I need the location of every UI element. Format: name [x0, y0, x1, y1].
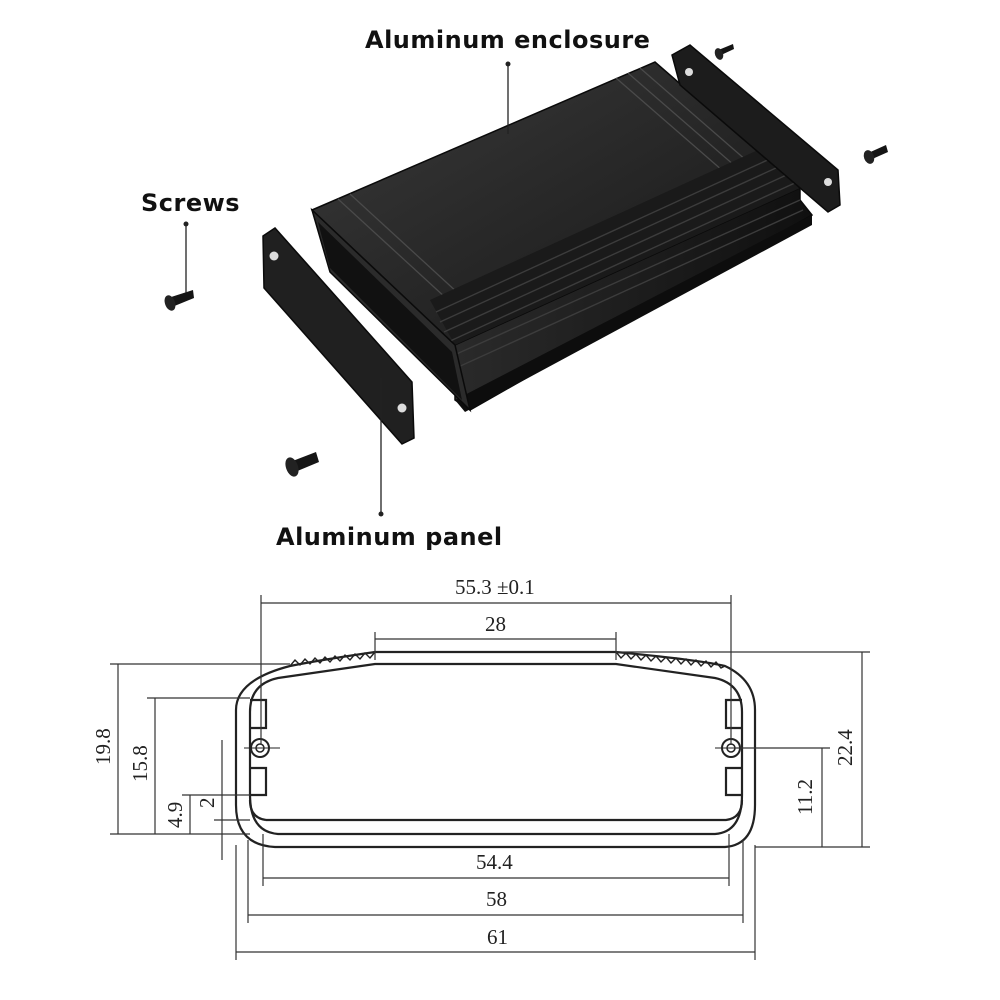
aluminum-panel-3d [262, 227, 415, 445]
enclosure-3d [310, 44, 841, 413]
dim-2: 2 [195, 798, 219, 809]
dim-58: 58 [486, 887, 507, 911]
aluminum-panel-label: Aluminum panel [276, 523, 503, 551]
dimension-lines [110, 595, 870, 960]
screw-icon [714, 44, 734, 60]
dim-54-4: 54.4 [476, 850, 513, 874]
callout-leaders [183, 61, 511, 517]
screw-icon [863, 145, 888, 164]
dim-55-3: 55.3 ±0.1 [455, 575, 535, 599]
screws-label: Screws [141, 189, 240, 217]
dim-19-8: 19.8 [91, 728, 115, 765]
dim-15-8: 15.8 [128, 745, 152, 782]
screw-icon [164, 290, 194, 311]
dim-61: 61 [487, 925, 508, 949]
aluminum-enclosure-label: Aluminum enclosure [365, 26, 650, 54]
cross-section-profile [234, 650, 757, 849]
dim-11-2: 11.2 [793, 779, 817, 815]
screw-icon [285, 452, 319, 477]
dim-28: 28 [485, 612, 506, 636]
dim-4-9: 4.9 [163, 802, 187, 828]
dim-22-4: 22.4 [833, 729, 857, 766]
